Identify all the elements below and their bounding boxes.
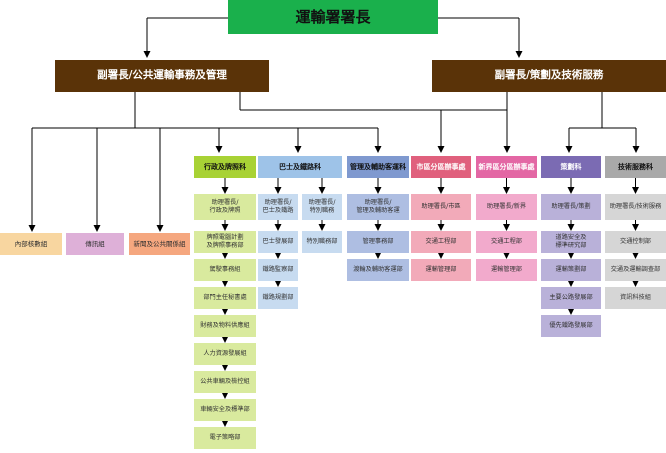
branch-item[interactable]: 渡輪及輔助客運部 — [347, 259, 409, 281]
branch-item[interactable]: 助理署長/ 行政及牌照 — [194, 194, 256, 220]
branch-item[interactable]: 交通及運輸調查部 — [605, 259, 666, 281]
branch-item[interactable]: 牌照電腦計劃 及牌照事務部 — [194, 231, 256, 253]
branch-item[interactable]: 人力資源發展組 — [194, 343, 256, 365]
branch-header[interactable]: 管理及輔助客運科 — [347, 156, 409, 178]
branch-item[interactable]: 鐵路規劃部 — [258, 287, 298, 309]
deputy-public-transport-box[interactable]: 副署長/公共運輸事務及管理 — [55, 60, 269, 92]
deputy-planning-box[interactable]: 副署長/策劃及技術服務 — [432, 60, 666, 92]
branch-item[interactable]: 財務及物料供應組 — [194, 315, 256, 337]
internal-audit-unit[interactable]: 內部核數組 — [0, 233, 62, 255]
branch-item[interactable]: 運輸策劃部 — [541, 259, 601, 281]
branch-item[interactable]: 助理署長/ 管理及輔助客運 — [347, 194, 409, 220]
branch-item[interactable]: 優先鐵路發展部 — [541, 315, 601, 337]
branch-extra-item[interactable]: 助理署長/ 特別職務 — [302, 194, 342, 220]
branch-header[interactable]: 行政及牌照科 — [194, 156, 256, 178]
branch-item[interactable]: 助理署長/策劃 — [541, 194, 601, 220]
branch-item[interactable]: 主要公路發展部 — [541, 287, 601, 309]
branch-header[interactable]: 技術服務科 — [605, 156, 666, 178]
branch-item[interactable]: 資訊科技組 — [605, 287, 666, 309]
branch-header[interactable]: 巴士及鐵路科 — [258, 156, 342, 178]
branch-header[interactable]: 新界區分區辦事處 — [476, 156, 537, 178]
branch-item[interactable]: 運輸管理部 — [411, 259, 471, 281]
branch-item[interactable]: 助理署長/新界 — [476, 194, 537, 220]
branch-item[interactable]: 車輛安全及標準部 — [194, 399, 256, 421]
branch-header[interactable]: 策劃科 — [541, 156, 601, 178]
branch-item[interactable]: 助理署長/ 巴士及鐵路 — [258, 194, 298, 220]
branch-item[interactable]: 助理署長/技術服務 — [605, 194, 666, 220]
branch-item[interactable]: 電子策略部 — [194, 427, 256, 449]
branch-item[interactable]: 管理事務部 — [347, 231, 409, 253]
branch-item[interactable]: 交通工程部 — [411, 231, 471, 253]
branch-item[interactable]: 公共車輛及檢控組 — [194, 371, 256, 393]
branch-extra-item[interactable]: 特別職務部 — [302, 231, 342, 253]
branch-header[interactable]: 市區分區辦事處 — [411, 156, 471, 178]
communications-unit[interactable]: 傳訊組 — [66, 233, 124, 255]
press-public-relations-unit[interactable]: 新聞及公共關係組 — [129, 233, 190, 255]
branch-item[interactable]: 道路安全及 標準研究部 — [541, 231, 601, 253]
branch-item[interactable]: 運輸管理部 — [476, 259, 537, 281]
branch-item[interactable]: 助理署長/市區 — [411, 194, 471, 220]
branch-item[interactable]: 駕駛事務組 — [194, 259, 256, 281]
branch-item[interactable]: 交通工程部 — [476, 231, 537, 253]
branch-item[interactable]: 巴士發展部 — [258, 231, 298, 253]
branch-item[interactable]: 鐵路監察部 — [258, 259, 298, 281]
branch-item[interactable]: 交通控制部 — [605, 231, 666, 253]
commissioner-box[interactable]: 運輸署署長 — [228, 0, 438, 34]
branch-item[interactable]: 部門主任秘書處 — [194, 287, 256, 309]
